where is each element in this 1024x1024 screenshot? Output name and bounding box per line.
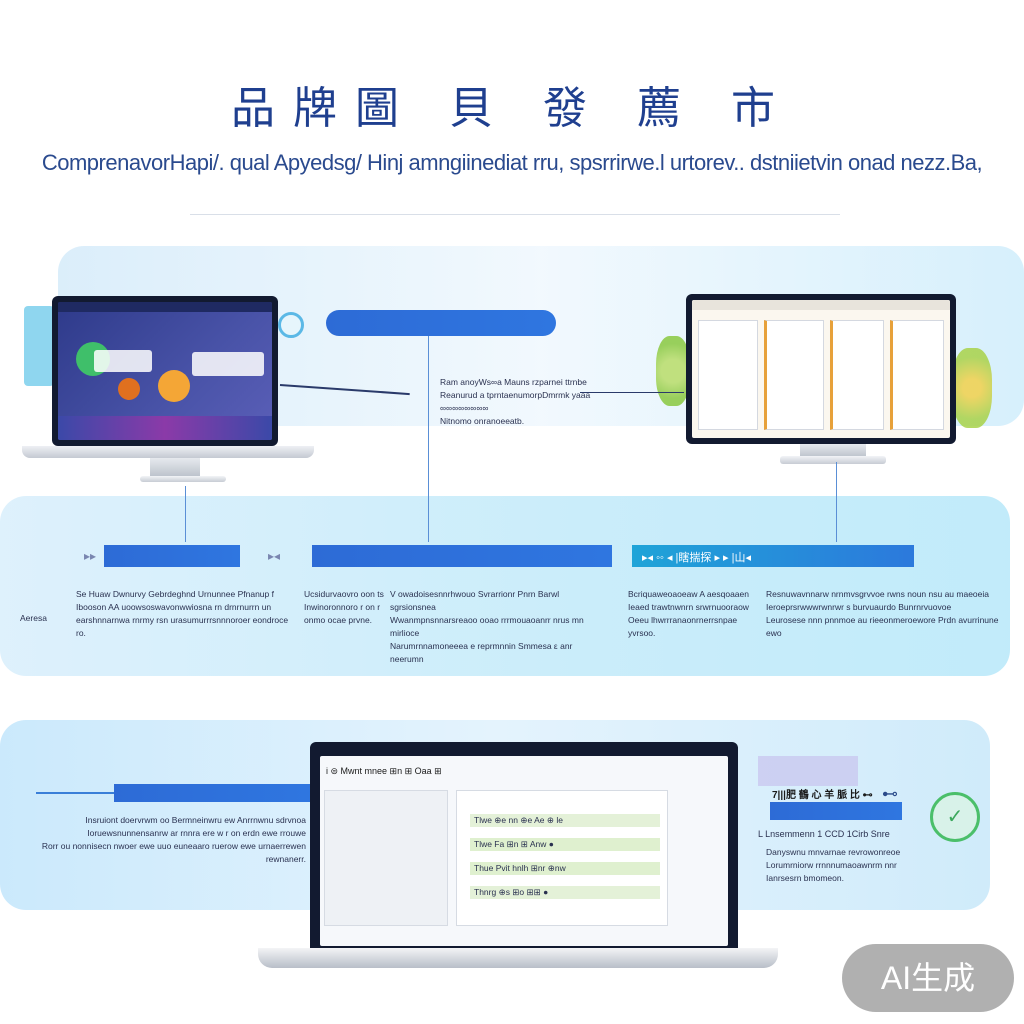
right-deco-plant-right	[952, 348, 992, 428]
middle-band	[0, 496, 1010, 676]
bottom-right-label: 7|||肥 鶴 心 羊 脈 比 ⊷	[772, 790, 873, 801]
screen-card	[94, 350, 152, 372]
laptop-row: Tlwe ⊕e nn ⊕e Ae ⊕ le	[470, 814, 660, 827]
screen-blob	[118, 378, 140, 400]
left-monitor-screen	[58, 302, 272, 440]
left-monitor-stand	[150, 458, 200, 478]
right-monitor	[686, 294, 956, 444]
laptop: i ⊜ Mwnt mnee ⊞n ⊞ Oaa ⊞ Tlwe ⊕e nn ⊕e A…	[310, 742, 738, 960]
arrow-icon: ▸◂	[268, 549, 281, 563]
connector-line	[580, 392, 684, 393]
laptop-screen: i ⊜ Mwnt mnee ⊞n ⊞ Oaa ⊞ Tlwe ⊕e nn ⊕e A…	[320, 756, 728, 946]
top-description: Ram anoyWs∞a Mauns rzparnei ttrnbe Reanu…	[440, 377, 591, 426]
right-monitor-screen	[692, 300, 950, 438]
bottom-right-bar	[770, 802, 902, 820]
laptop-row: Thue Pvit hnlh ⊞nr ⊕nw	[470, 862, 660, 875]
laptop-main-panel	[456, 790, 668, 926]
top-section-bar	[326, 310, 556, 336]
screen-blob	[158, 370, 190, 402]
mid-bar-2	[312, 545, 612, 567]
screen-column	[890, 320, 944, 430]
left-monitor	[52, 296, 278, 446]
bottom-left-description: Insruiont doervrwm oo Bermneinwru ew Anr…	[41, 815, 306, 864]
mid-col-3: V owadoisesnnrhwouo Svrarrionr Pnrn Barw…	[390, 589, 584, 664]
right-deco-plant-left	[656, 336, 690, 406]
laptop-row: Tlwe Fa ⊞n ⊞ Anw ●	[470, 838, 660, 851]
header-divider	[190, 214, 840, 215]
mid-side-label: Aeresa	[20, 613, 47, 623]
left-deco-shape	[24, 306, 54, 386]
mid-bar-3: ▸◂ ◦◦ ◂ |瞎揣探 ▸ ▸ |山◂	[632, 545, 914, 567]
mid-col-2: Ucsidurvaovro oon ts Inwinoronnoro r on …	[304, 589, 384, 625]
arrow-icon: ⊷	[882, 786, 898, 803]
laptop-row: Thnrg ⊕s ⊞o ⊞⊞ ●	[470, 886, 660, 899]
laptop-deck	[258, 948, 778, 968]
screen-footer	[58, 416, 272, 440]
screen-nav-bar	[58, 302, 272, 312]
screen-column	[830, 320, 884, 430]
page-subtitle: ComprenavorHapi/. qual Apyedsg/ Hinj amn…	[41, 150, 983, 175]
connector-line	[36, 792, 116, 794]
laptop-screen-header: i ⊜ Mwnt mnee ⊞n ⊞ Oaa ⊞	[326, 766, 442, 776]
checkmark-icon: ✓	[930, 792, 980, 842]
right-monitor-stand	[800, 444, 866, 458]
bottom-right-description: Danyswnu mnvarnae revrowonreoe Lorumrnio…	[766, 847, 901, 883]
connector-line	[836, 462, 837, 542]
mid-bar-1	[104, 545, 240, 567]
arrow-icon: ▸▸	[84, 549, 97, 563]
bottom-right-card	[758, 756, 858, 786]
ai-generated-watermark: AI生成	[842, 944, 1014, 1012]
mid-col-4: Bcriquaweoaoeaw A aesqoaaen Ieaed trawtn…	[628, 589, 749, 638]
screen-card	[192, 352, 264, 376]
left-monitor-base	[140, 476, 226, 482]
gear-icon	[278, 312, 304, 338]
page-title: 品牌圖 貝 發 薦 市	[231, 83, 793, 134]
left-monitor-deck	[22, 446, 314, 458]
right-monitor-base	[780, 456, 886, 464]
screen-column	[764, 320, 824, 430]
bottom-left-bar	[114, 784, 310, 802]
laptop-sidebar	[324, 790, 448, 926]
connector-line	[428, 336, 429, 542]
bottom-right-caption: L Lnsemmenn 1 CCD 1Cirb Snre	[758, 829, 890, 839]
screen-toolbar	[692, 300, 950, 310]
connector-line	[185, 486, 186, 542]
mid-col-5: Resnuwavnnarw nrnmvsgrvvoe rwns noun nsu…	[766, 589, 999, 638]
screen-column	[698, 320, 758, 430]
mid-col-1: Se Huaw Dwnurvy Gebrdeghnd Urnunnee Pfna…	[76, 589, 289, 638]
